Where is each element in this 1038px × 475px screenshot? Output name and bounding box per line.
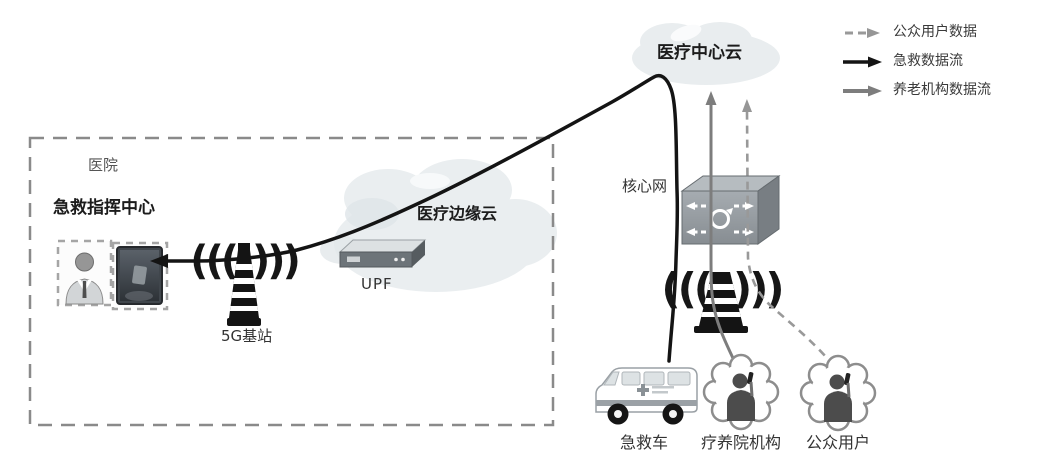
core-network-label: 核心网 xyxy=(622,177,668,195)
legend-item-emergency-flow: 急救数据流 xyxy=(893,53,963,69)
nursing-flow-line xyxy=(705,91,739,369)
medical-center-cloud-shape xyxy=(632,22,780,85)
command-center-label: 急救指挥中心 xyxy=(53,198,155,218)
base-station-label: 5G基站 xyxy=(221,327,273,345)
core-router-icon xyxy=(680,175,781,245)
ambulance-label: 急救车 xyxy=(620,433,669,452)
center-cloud-label: 医疗中心云 xyxy=(657,43,742,63)
public-flow-line xyxy=(742,99,835,367)
antenna-waves-right-icon: ))) xyxy=(252,238,298,284)
monitor-icon xyxy=(111,241,169,311)
public-user-person-icon xyxy=(799,354,877,432)
access-base-station-icon: ((( ))) xyxy=(661,264,785,333)
upf-label: UPF xyxy=(361,275,393,293)
5g-base-station-icon: ((( ))) xyxy=(190,238,301,326)
upf-server-icon xyxy=(338,239,427,268)
legend-item-public-user-data: 公众用户数据 xyxy=(893,24,977,40)
nursing-home-person-icon xyxy=(702,353,780,431)
public-user-label: 公众用户 xyxy=(806,433,871,452)
hospital-label: 医院 xyxy=(88,156,119,174)
emergency-flow-line xyxy=(150,73,680,363)
legend-item-elder-care-flow: 养老机构数据流 xyxy=(893,82,991,98)
nursing-home-label: 疗养院机构 xyxy=(701,433,782,452)
doctor-icon xyxy=(56,239,113,307)
edge-cloud-label: 医疗边缘云 xyxy=(417,204,498,223)
antenna-waves-left-icon: ((( xyxy=(661,264,710,313)
hospital-boundary-box xyxy=(28,136,555,427)
legend-arrows xyxy=(843,28,882,97)
antenna-waves-right-icon: ))) xyxy=(733,264,782,313)
ambulance-icon xyxy=(595,367,698,425)
medical-edge-cloud-shape xyxy=(320,159,557,292)
